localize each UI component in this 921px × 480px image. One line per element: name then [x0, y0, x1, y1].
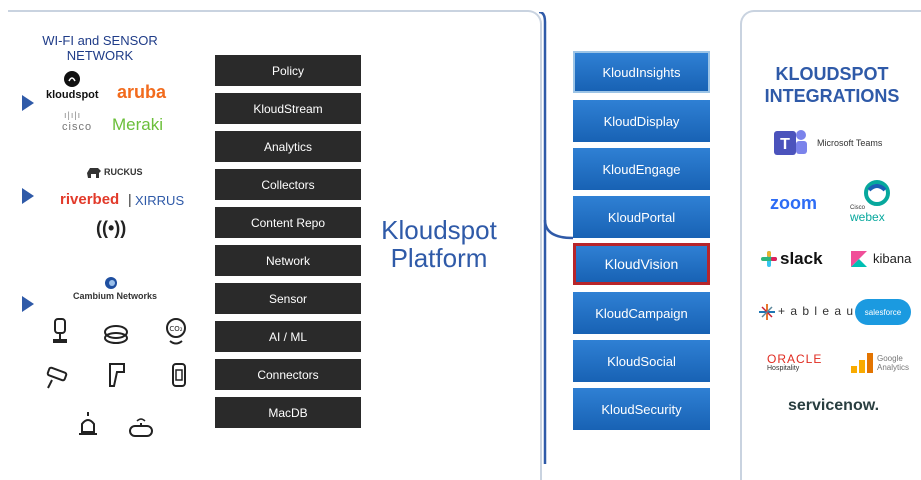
- vendor-ruckus: RUCKUS: [104, 167, 143, 177]
- slack-logo-icon: [761, 251, 777, 267]
- security-camera-icon: [46, 366, 68, 389]
- vendor-aruba: aruba: [117, 82, 167, 102]
- product-kloudportal: KloudPortal: [573, 196, 710, 238]
- integration-kibana: kibana: [873, 251, 912, 266]
- bullet-arrow-icon: [22, 296, 34, 312]
- integration-servicenow: servicenow.: [788, 397, 880, 414]
- stack-item-connectors: Connectors: [215, 359, 361, 390]
- bullet-arrow-icon: [22, 188, 34, 204]
- product-klouddisplay: KloudDisplay: [573, 100, 710, 142]
- vendor-separator: |: [128, 191, 132, 207]
- integration-google: Google: [877, 354, 903, 363]
- integration-oracle-sub: Hospitality: [767, 365, 800, 372]
- integration-tableau: + a b l e a u: [778, 304, 855, 318]
- vendor-xirrus: XIRRUS: [135, 193, 185, 208]
- integration-google-analytics: Analytics: [877, 363, 910, 372]
- product-kloudinsights: KloudInsights: [573, 51, 710, 93]
- network-panel: [8, 10, 542, 480]
- google-analytics-icon: [851, 353, 873, 373]
- svg-text:CO₂: CO₂: [169, 325, 182, 333]
- vendor-cambium: Cambium Networks: [73, 291, 158, 301]
- integration-teams: Microsoft Teams: [817, 138, 883, 148]
- vendor-cisco: cisco: [62, 121, 93, 133]
- integrations-title: KLOUDSPOT INTEGRATIONS: [752, 63, 912, 107]
- platform-title-line1: Kloudspot: [381, 215, 497, 245]
- vendor-riverbed: riverbed: [60, 191, 120, 208]
- product-kloudsecurity: KloudSecurity: [573, 388, 710, 430]
- product-kloudengage: KloudEngage: [573, 148, 710, 190]
- integration-zoom: zoom: [770, 193, 817, 213]
- cisco-bars-icon: ı|ı|ı: [64, 110, 82, 120]
- stack-item-macdb: MacDB: [215, 397, 361, 428]
- integrations-title-line2: INTEGRATIONS: [764, 86, 900, 106]
- stack-item-content-repo: Content Repo: [215, 207, 361, 238]
- ruckus-dog-icon: [87, 168, 101, 178]
- kibana-logo-icon: [851, 251, 867, 267]
- integration-slack: slack: [780, 249, 823, 268]
- webex-logo-icon: [864, 180, 890, 206]
- stack-item-analytics: Analytics: [215, 131, 361, 162]
- tableau-logo-icon: [759, 304, 775, 320]
- vendor-meraki: Meraki: [112, 115, 164, 134]
- stack-item-policy: Policy: [215, 55, 361, 86]
- stack-item-network: Network: [215, 245, 361, 276]
- vendor-kloudspot: kloudspot: [46, 89, 99, 101]
- platform-title-line2: Platform: [390, 243, 488, 273]
- connector-bracket: [538, 12, 574, 464]
- cambium-logo-icon: [105, 277, 117, 289]
- integration-oracle: ORACLE: [767, 352, 823, 366]
- platform-title: Kloudspot Platform: [368, 216, 510, 272]
- gateway-sensor-icon: [129, 418, 153, 437]
- integration-webex-cisco: Cisco: [850, 205, 866, 211]
- alarm-light-icon: [79, 412, 97, 435]
- product-kloudsocial: KloudSocial: [573, 340, 710, 382]
- integration-webex: webex: [850, 210, 885, 224]
- integration-salesforce: salesforce: [855, 299, 911, 325]
- product-kloudcampaign: KloudCampaign: [573, 292, 710, 334]
- thermal-scanner-icon: [109, 363, 125, 387]
- beacon-sensor-icon: [53, 318, 67, 343]
- integrations-panel: [740, 10, 921, 480]
- network-panel-title: WI-FI and SENSOR NETWORK: [30, 33, 170, 63]
- kloudspot-logo-icon: [64, 71, 80, 87]
- stack-item-collectors: Collectors: [215, 169, 361, 200]
- smoke-detector-icon: [104, 325, 128, 344]
- stack-item-sensor: Sensor: [215, 283, 361, 314]
- microsoft-teams-icon: T: [774, 130, 807, 155]
- integrations-title-line1: KLOUDSPOT: [775, 64, 889, 84]
- co2-sensor-icon: CO₂: [166, 318, 186, 345]
- stack-item-kloudstream: KloudStream: [215, 93, 361, 124]
- bullet-arrow-icon: [22, 95, 34, 111]
- wireless-signal-icon: ((•)): [96, 218, 127, 238]
- network-title-text: WI-FI and SENSOR NETWORK: [42, 33, 158, 63]
- stack-item-ai-ml: AI / ML: [215, 321, 361, 352]
- svg-text:T: T: [780, 136, 790, 153]
- wearable-tag-icon: [172, 363, 186, 387]
- product-kloudvision: KloudVision: [573, 243, 710, 285]
